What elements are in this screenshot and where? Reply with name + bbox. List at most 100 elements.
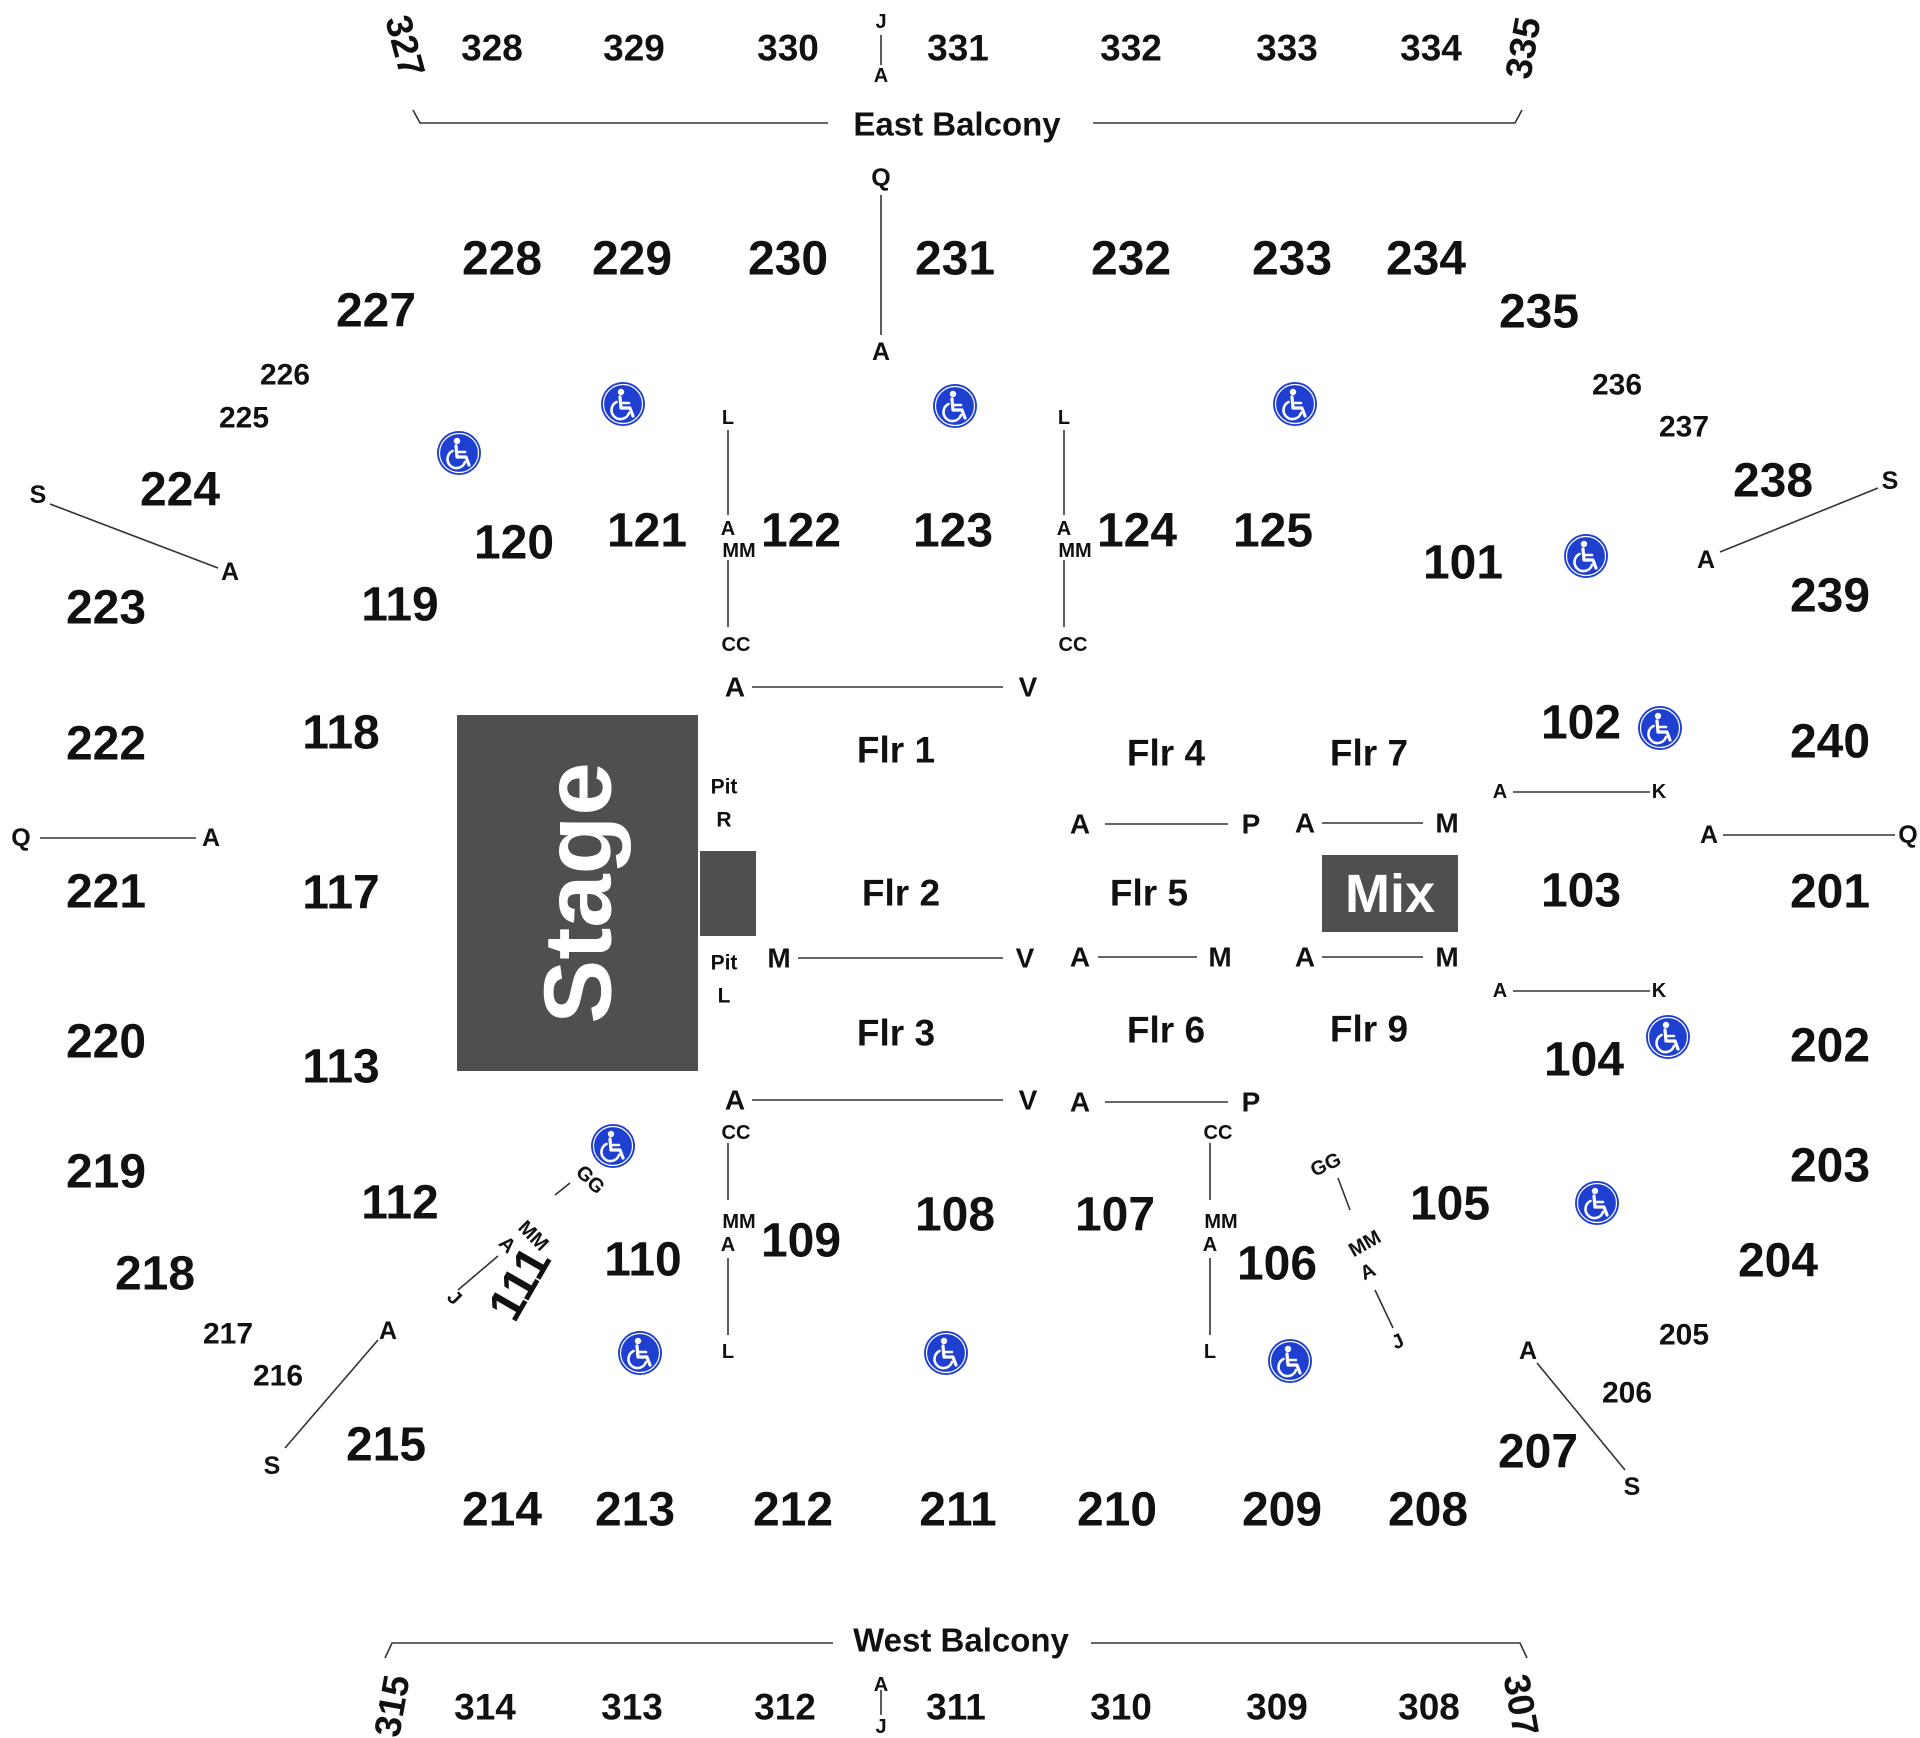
section-225[interactable]: 225 — [219, 402, 269, 435]
section-203[interactable]: 203 — [1790, 1140, 1870, 1193]
section-309[interactable]: 309 — [1246, 1687, 1308, 1728]
section-107[interactable]: 107 — [1075, 1189, 1155, 1242]
stage-label: Stage — [525, 762, 632, 1023]
section-238[interactable]: 238 — [1733, 455, 1813, 508]
section-235[interactable]: 235 — [1499, 286, 1579, 339]
section-201[interactable]: 201 — [1790, 866, 1870, 919]
section-227[interactable]: 227 — [336, 285, 416, 338]
section-205[interactable]: 205 — [1659, 1319, 1709, 1352]
row-marker-m: M — [767, 943, 790, 974]
section-125[interactable]: 125 — [1233, 505, 1313, 558]
section-101[interactable]: 101 — [1423, 537, 1503, 590]
section-218[interactable]: 218 — [115, 1248, 195, 1301]
section-315[interactable]: 315 — [366, 1672, 417, 1738]
section-236[interactable]: 236 — [1592, 369, 1642, 402]
section-226[interactable]: 226 — [260, 359, 310, 392]
section-214[interactable]: 214 — [462, 1484, 542, 1537]
section-233[interactable]: 233 — [1252, 233, 1332, 286]
section-117[interactable]: 117 — [302, 867, 379, 920]
section-330[interactable]: 330 — [757, 28, 819, 69]
section-flr-6[interactable]: Flr 6 — [1127, 1010, 1205, 1051]
section-206[interactable]: 206 — [1602, 1377, 1652, 1410]
section-flr-5[interactable]: Flr 5 — [1110, 873, 1188, 914]
section-119[interactable]: 119 — [361, 579, 438, 632]
section-335[interactable]: 335 — [1497, 14, 1548, 82]
section-120[interactable]: 120 — [474, 517, 554, 570]
section-314[interactable]: 314 — [454, 1687, 516, 1728]
section-333[interactable]: 333 — [1256, 28, 1318, 69]
section-212[interactable]: 212 — [753, 1484, 833, 1537]
west-balcony-label[interactable]: West Balcony — [853, 1622, 1069, 1659]
section-240[interactable]: 240 — [1790, 716, 1870, 769]
section-105[interactable]: 105 — [1410, 1178, 1490, 1231]
section-312[interactable]: 312 — [754, 1687, 816, 1728]
section-121[interactable]: 121 — [607, 505, 687, 558]
section-207[interactable]: 207 — [1498, 1426, 1578, 1479]
section-flr-4[interactable]: Flr 4 — [1127, 733, 1206, 774]
section-237[interactable]: 237 — [1659, 411, 1709, 444]
section-332[interactable]: 332 — [1100, 28, 1162, 69]
section-239[interactable]: 239 — [1790, 570, 1870, 623]
row-marker-mm: MM — [722, 1211, 755, 1233]
section-307[interactable]: 307 — [1495, 1671, 1546, 1738]
section-327[interactable]: 327 — [377, 11, 433, 81]
section-109[interactable]: 109 — [761, 1215, 841, 1268]
section-202[interactable]: 202 — [1790, 1020, 1870, 1073]
section-224[interactable]: 224 — [140, 464, 220, 517]
row-marker-l: L — [722, 407, 734, 429]
pit-r-label: Pit — [711, 776, 738, 799]
section-213[interactable]: 213 — [595, 1484, 675, 1537]
section-123[interactable]: 123 — [913, 505, 993, 558]
row-marker-a: A — [202, 824, 220, 852]
section-flr-3[interactable]: Flr 3 — [857, 1013, 935, 1054]
row-marker-mm: MM — [1204, 1211, 1237, 1233]
section-216[interactable]: 216 — [253, 1360, 303, 1393]
section-232[interactable]: 232 — [1091, 233, 1171, 286]
section-223[interactable]: 223 — [66, 582, 146, 635]
wheelchair-icon — [1636, 704, 1684, 752]
section-112[interactable]: 112 — [361, 1177, 438, 1230]
section-229[interactable]: 229 — [592, 233, 672, 286]
section-329[interactable]: 329 — [603, 28, 665, 69]
section-215[interactable]: 215 — [346, 1419, 426, 1472]
section-122[interactable]: 122 — [761, 505, 841, 558]
section-204[interactable]: 204 — [1738, 1235, 1818, 1288]
section-221[interactable]: 221 — [66, 866, 146, 919]
section-311[interactable]: 311 — [926, 1687, 986, 1728]
section-104[interactable]: 104 — [1544, 1034, 1624, 1087]
section-124[interactable]: 124 — [1097, 505, 1177, 558]
section-flr-1[interactable]: Flr 1 — [857, 730, 935, 771]
section-118[interactable]: 118 — [302, 707, 379, 760]
section-222[interactable]: 222 — [66, 718, 146, 771]
section-331[interactable]: 331 — [927, 28, 989, 69]
section-313[interactable]: 313 — [601, 1687, 663, 1728]
section-208[interactable]: 208 — [1388, 1484, 1468, 1537]
section-230[interactable]: 230 — [748, 233, 828, 286]
section-108[interactable]: 108 — [915, 1189, 995, 1242]
section-228[interactable]: 228 — [462, 233, 542, 286]
section-210[interactable]: 210 — [1077, 1484, 1157, 1537]
section-111[interactable]: 111 — [478, 1238, 561, 1329]
row-marker-a: A — [1519, 1337, 1537, 1365]
section-209[interactable]: 209 — [1242, 1484, 1322, 1537]
section-220[interactable]: 220 — [66, 1016, 146, 1069]
section-219[interactable]: 219 — [66, 1146, 146, 1199]
section-334[interactable]: 334 — [1400, 28, 1462, 69]
section-113[interactable]: 113 — [302, 1041, 379, 1094]
section-flr-7[interactable]: Flr 7 — [1330, 733, 1408, 774]
row-marker-gg: GG — [571, 1161, 609, 1199]
section-flr-2[interactable]: Flr 2 — [862, 873, 940, 914]
section-328[interactable]: 328 — [461, 28, 523, 69]
section-106[interactable]: 106 — [1237, 1238, 1317, 1291]
section-310[interactable]: 310 — [1090, 1687, 1152, 1728]
section-308[interactable]: 308 — [1398, 1687, 1460, 1728]
section-217[interactable]: 217 — [203, 1318, 253, 1351]
section-234[interactable]: 234 — [1386, 233, 1466, 286]
section-231[interactable]: 231 — [915, 233, 995, 286]
section-103[interactable]: 103 — [1541, 865, 1621, 918]
section-102[interactable]: 102 — [1541, 697, 1621, 750]
section-211[interactable]: 211 — [919, 1484, 996, 1537]
east-balcony-label[interactable]: East Balcony — [853, 106, 1061, 143]
section-flr-9[interactable]: Flr 9 — [1330, 1009, 1408, 1050]
section-110[interactable]: 110 — [604, 1234, 681, 1287]
